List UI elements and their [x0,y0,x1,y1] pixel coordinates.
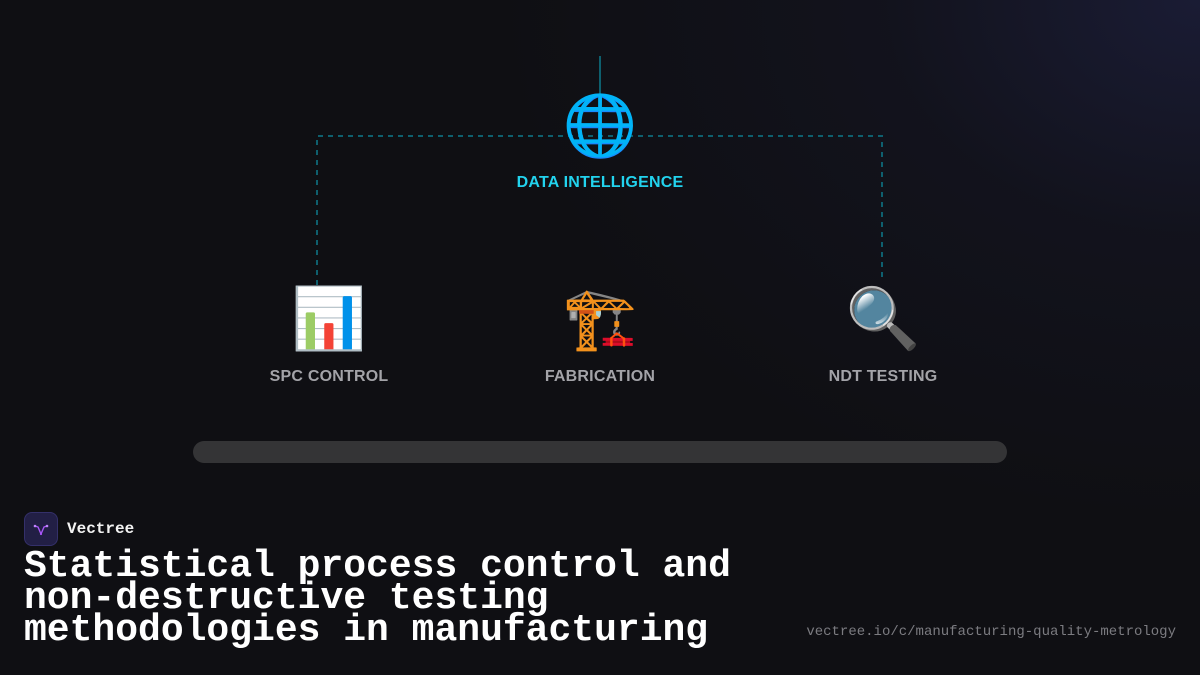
page-title: Statistical process control and non-dest… [24,545,731,652]
ndt-testing-label: NDT TESTING [828,368,938,385]
spc-control-label: SPC CONTROL [269,368,389,385]
bar-chart-icon: 📊 [291,285,367,352]
progress-track [193,441,1007,463]
source-url: vectree.io/c/manufacturing-quality-metro… [806,624,1176,640]
spc-control-node: 📊 SPC CONTROL [209,283,449,386]
vectree-logo-icon [24,512,58,546]
brand: Vectree [24,512,134,546]
brand-name: Vectree [67,520,135,538]
fabrication-label: FABRICATION [544,368,656,385]
globe-icon: 🌐 [562,92,638,159]
fabrication-node: 🏗️ FABRICATION [480,283,720,386]
ndt-testing-node: 🔍 NDT TESTING [763,283,1003,386]
magnifying-glass-icon: 🔍 [845,285,921,352]
construction-crane-icon: 🏗️ [562,285,638,352]
data-intelligence-node: 🌐 DATA INTELLIGENCE [480,90,720,192]
branch-connector-line [316,135,883,285]
data-intelligence-label: DATA INTELLIGENCE [516,174,684,191]
